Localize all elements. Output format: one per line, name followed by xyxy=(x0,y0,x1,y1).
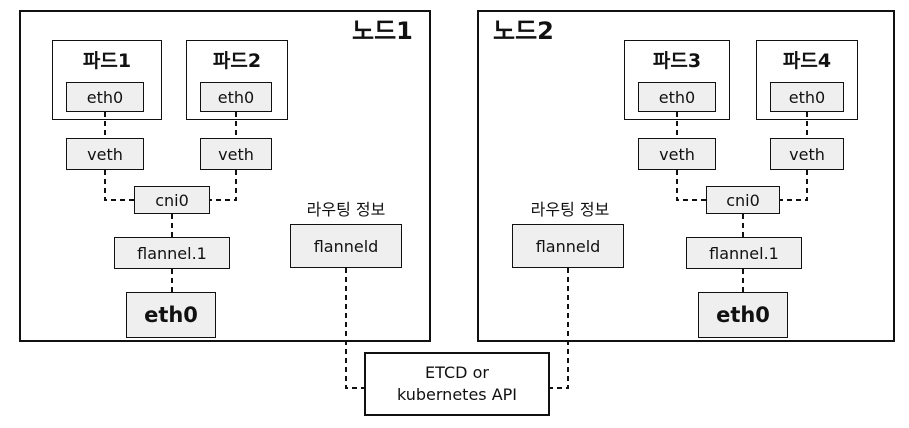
node1-cni0: cni0 xyxy=(134,186,210,214)
pod1-eth0: eth0 xyxy=(66,82,144,112)
node2-title: 노드2 xyxy=(493,17,554,45)
pod3-eth0: eth0 xyxy=(638,82,716,112)
pod1-label: 파드1 xyxy=(82,50,132,72)
etcd-box: ETCD or kubernetes API xyxy=(364,352,550,416)
node1-title: 노드1 xyxy=(352,17,413,45)
node2-cni0: cni0 xyxy=(706,186,780,214)
pod3-label: 파드3 xyxy=(652,50,702,72)
etcd-line2: kubernetes API xyxy=(396,385,518,404)
node1-routing-label: 라우팅 정보 xyxy=(306,200,386,219)
node1-flanneld: flanneld xyxy=(290,224,402,268)
node1-flannel: flannel.1 xyxy=(114,237,230,269)
node2-eth0: eth0 xyxy=(698,292,788,338)
veth4: veth xyxy=(770,138,844,170)
pod2-label: 파드2 xyxy=(212,50,262,72)
veth3: veth xyxy=(638,138,716,170)
veth1: veth xyxy=(66,138,144,170)
node1-eth0: eth0 xyxy=(126,292,216,338)
veth2: veth xyxy=(200,138,272,170)
pod4-eth0: eth0 xyxy=(770,82,844,112)
pod4-label: 파드4 xyxy=(782,50,832,72)
etcd-line1: ETCD or xyxy=(425,363,489,383)
node2-flannel: flannel.1 xyxy=(686,237,802,269)
pod2-eth0: eth0 xyxy=(200,82,272,112)
node2-routing-label: 라우팅 정보 xyxy=(530,200,610,219)
node2-flanneld: flanneld xyxy=(512,224,624,268)
